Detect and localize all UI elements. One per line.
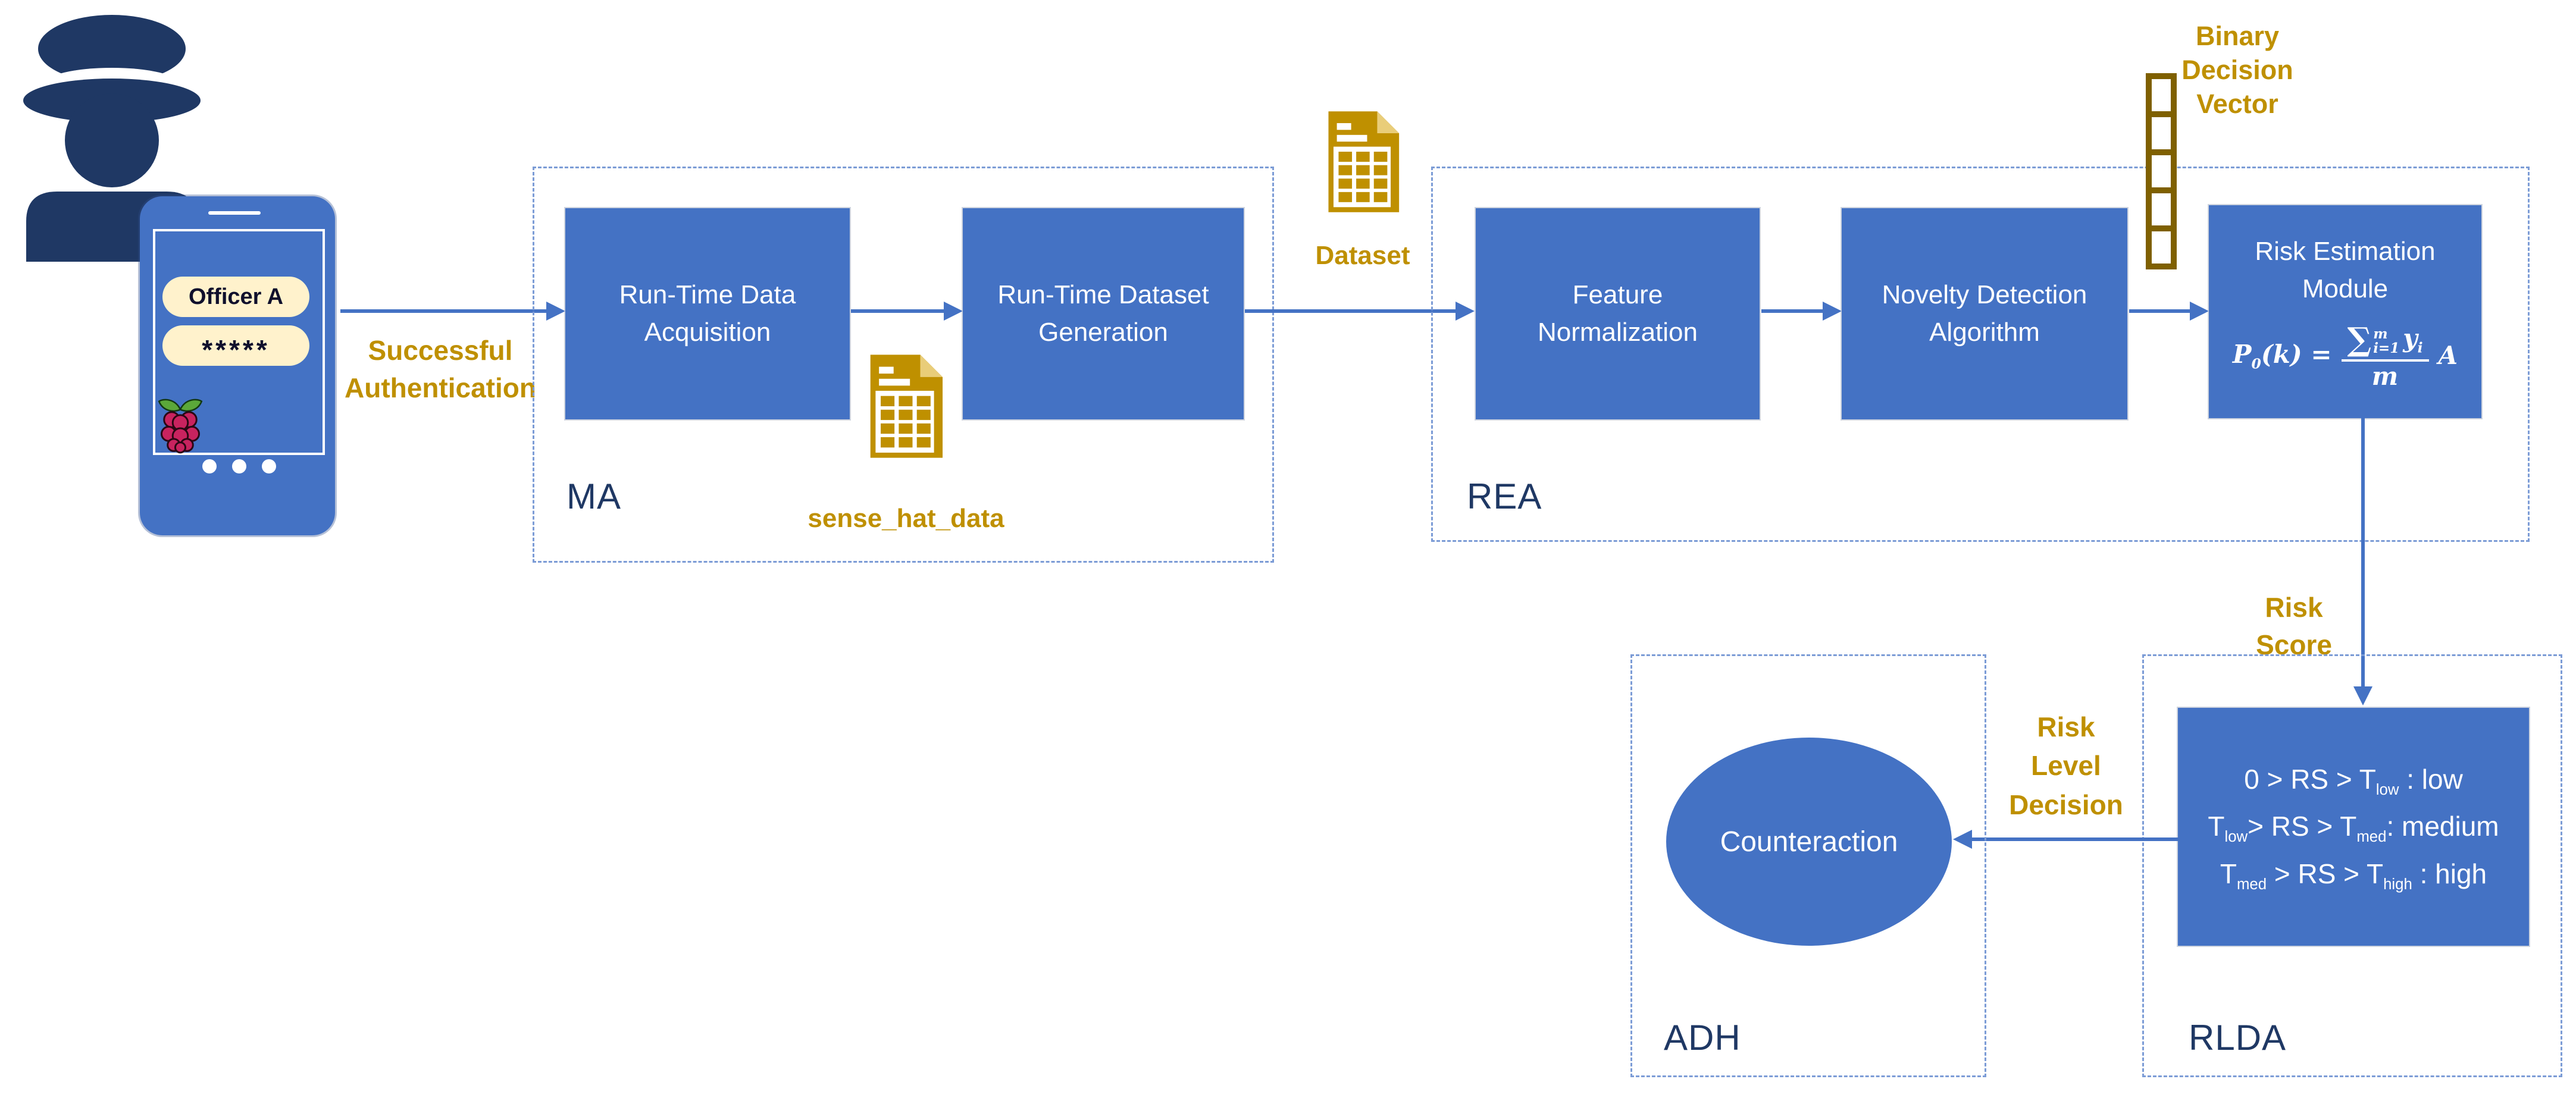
raspberry-pi-logo: [158, 399, 203, 454]
arrow-nda-rem: [2129, 309, 2191, 313]
username-field[interactable]: Officer A: [162, 277, 309, 317]
container-rlda: [2142, 654, 2562, 1077]
container-rea-label: REA: [1467, 476, 1542, 516]
box-risk-level-rules[interactable]: 0 > RS > Tlow : low Tlow> RS > Tmed: med…: [2178, 708, 2529, 946]
arrow-auth-head: [546, 302, 565, 321]
container-rlda-label: RLDA: [2189, 1018, 2287, 1058]
police-officer-icon: [23, 15, 201, 262]
arrow-fn-nda: [1761, 309, 1824, 313]
risk-level-decision-label: Risk Level Decision: [2009, 711, 2123, 820]
password-field[interactable]: *****: [162, 325, 309, 366]
auth-label: Successful Authentication: [345, 335, 536, 404]
rule-high: Tmed > RS > Thigh : high: [2220, 858, 2487, 893]
smartphone-device: [140, 196, 335, 535]
rule-low: 0 > RS > Tlow : low: [2244, 763, 2463, 798]
arrow-auth: [340, 309, 547, 313]
arrow-dataset: [1245, 309, 1457, 313]
arrow-risk-level-decision: [1971, 837, 2178, 841]
arrow-rtda-rtdg-head: [944, 302, 963, 321]
arrow-rtda-rtdg: [851, 309, 945, 313]
binary-vector-cells-icon: [2146, 73, 2177, 269]
counteraction-ellipse[interactable]: Counteraction: [1666, 738, 1952, 946]
container-adh-label: ADH: [1664, 1018, 1741, 1058]
container-ma: [533, 167, 1274, 563]
sense-hat-data-label: sense_hat_data: [807, 504, 1004, 533]
arrow-risk-score-head: [2353, 686, 2372, 705]
arrow-dataset-head: [1456, 302, 1475, 321]
arrow-nda-rem-head: [2190, 302, 2209, 321]
phone-nav-dots: [202, 459, 276, 473]
phone-screen: [153, 229, 325, 455]
container-rea: [1431, 167, 2530, 542]
risk-score-label: Risk Score: [2256, 592, 2332, 661]
phone-speaker-slot: [208, 211, 261, 215]
dataset-file-icon: [1328, 111, 1400, 212]
container-adh: [1630, 654, 1986, 1077]
rule-medium: Tlow> RS > Tmed: medium: [2208, 811, 2499, 846]
arrow-risk-score: [2361, 418, 2365, 688]
container-ma-label: MA: [566, 476, 621, 516]
binary-decision-vector-label: Binary Decision Vector: [2181, 21, 2293, 120]
dataset-label: Dataset: [1315, 241, 1410, 270]
sense-hat-data-file-icon: [870, 355, 943, 458]
arrow-fn-nda-head: [1823, 302, 1842, 321]
arrow-risk-level-decision-head: [1953, 830, 1972, 849]
